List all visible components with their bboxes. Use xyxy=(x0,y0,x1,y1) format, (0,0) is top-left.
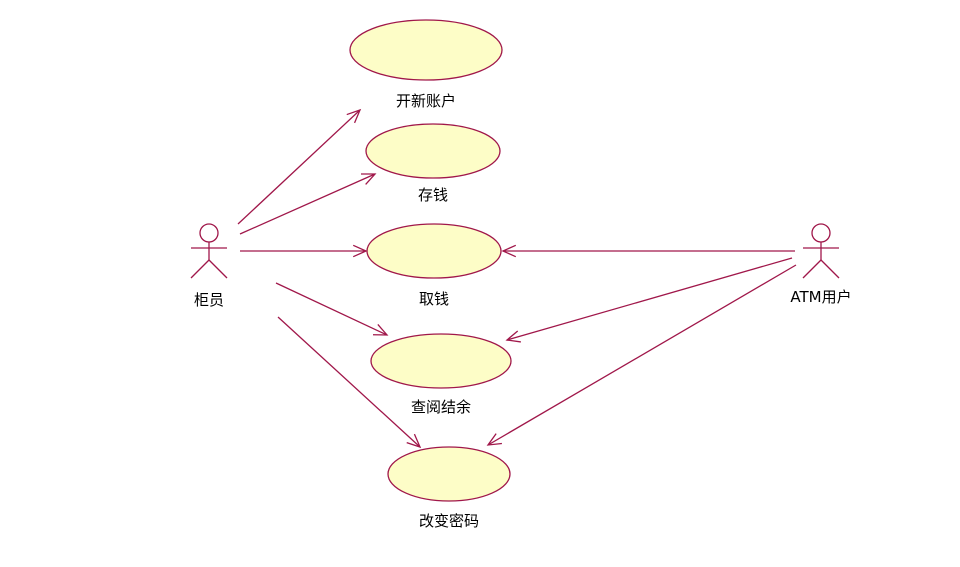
use-case-label: 改变密码 xyxy=(418,512,480,530)
use-case-change-password[interactable] xyxy=(387,446,511,502)
use-case-deposit[interactable] xyxy=(365,123,501,179)
associations-layer xyxy=(237,108,797,449)
use-case-withdraw[interactable] xyxy=(366,223,502,279)
actor-atm-user-icon[interactable] xyxy=(802,223,840,279)
association-clerk-withdraw xyxy=(240,244,368,258)
use-case-label: 取钱 xyxy=(418,290,450,308)
actor-label: ATM用户 xyxy=(790,288,852,306)
actor-clerk-icon[interactable] xyxy=(190,223,228,279)
arrowhead-icon xyxy=(406,433,422,449)
actors-layer xyxy=(190,223,840,279)
association-clerk-change_password xyxy=(277,316,422,449)
arrowhead-icon xyxy=(360,173,377,185)
association-atm_user-change_password xyxy=(486,264,797,446)
association-clerk-open_account xyxy=(237,108,362,225)
actor-label: 柜员 xyxy=(193,291,225,309)
association-atm_user-withdraw xyxy=(501,244,795,258)
arrowhead-icon xyxy=(505,330,521,343)
arrowhead-icon xyxy=(346,108,362,124)
association-clerk-check_balance xyxy=(275,282,389,336)
use-case-label: 存钱 xyxy=(417,186,449,204)
arrowhead-icon xyxy=(486,433,502,446)
use-cases-layer xyxy=(349,19,512,502)
use-case-label: 查阅结余 xyxy=(410,398,472,416)
use-case-label: 开新账户 xyxy=(395,92,457,110)
arrowhead-icon xyxy=(372,323,389,336)
association-atm_user-check_balance xyxy=(505,257,793,343)
arrowhead-icon xyxy=(352,244,368,258)
use-case-check-balance[interactable] xyxy=(370,333,512,389)
arrowhead-icon xyxy=(501,244,517,258)
association-clerk-deposit xyxy=(239,173,377,235)
use-case-open-account[interactable] xyxy=(349,19,503,81)
